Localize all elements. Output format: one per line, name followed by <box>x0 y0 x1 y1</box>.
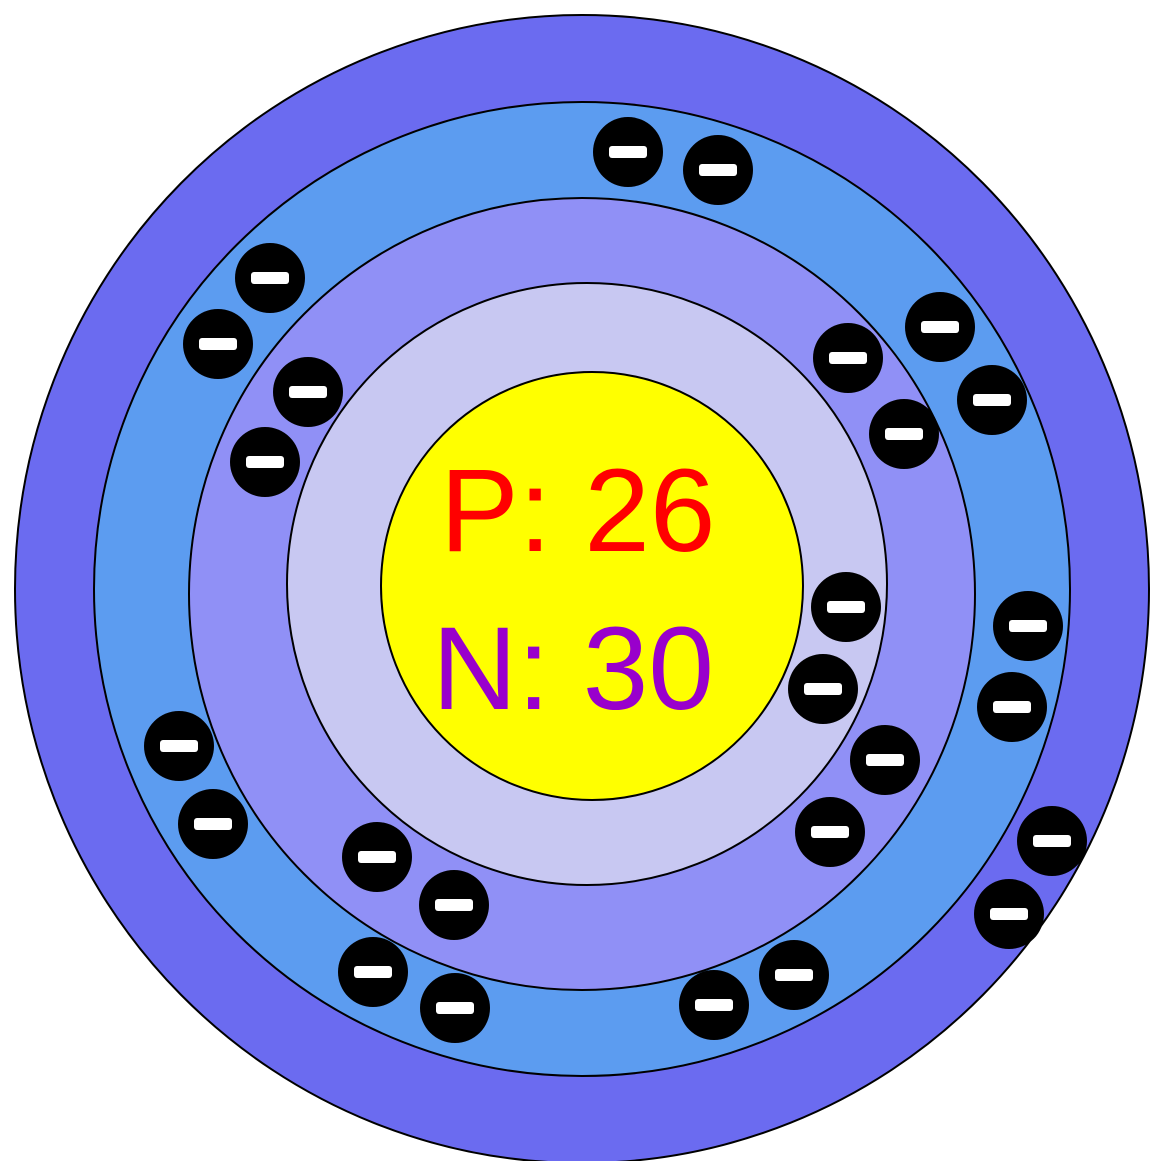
electron-minus-sign <box>829 352 867 364</box>
electron-icon <box>993 591 1063 661</box>
electron-minus-sign <box>199 338 237 350</box>
electron-minus-sign <box>246 456 284 468</box>
electron-minus-sign <box>699 164 737 176</box>
electron-icon <box>420 973 490 1043</box>
electron-minus-sign <box>194 818 232 830</box>
electron-minus-sign <box>804 683 842 695</box>
electron-minus-sign <box>695 999 733 1011</box>
electron-minus-sign <box>609 146 647 158</box>
electron-icon <box>230 427 300 497</box>
electron-minus-sign <box>160 740 198 752</box>
electron-icon <box>869 399 939 469</box>
electron-minus-sign <box>1009 620 1047 632</box>
nucleus <box>380 371 804 801</box>
electron-minus-sign <box>921 321 959 333</box>
electron-icon <box>273 357 343 427</box>
electron-minus-sign <box>354 966 392 978</box>
electron-minus-sign <box>358 851 396 863</box>
electron-minus-sign <box>811 826 849 838</box>
electron-icon <box>795 797 865 867</box>
electron-icon <box>178 789 248 859</box>
electron-minus-sign <box>251 272 289 284</box>
electron-minus-sign <box>775 969 813 981</box>
neutrons-label: N: 30 <box>432 603 714 735</box>
electrons-group <box>144 117 1087 1043</box>
electron-minus-sign <box>436 1002 474 1014</box>
electron-minus-sign <box>993 701 1031 713</box>
electron-minus-sign <box>289 386 327 398</box>
electron-icon <box>144 711 214 781</box>
electron-icon <box>679 970 749 1040</box>
electron-icon <box>759 940 829 1010</box>
electron-minus-sign <box>973 394 1011 406</box>
electron-minus-sign <box>827 601 865 613</box>
electron-icon <box>957 365 1027 435</box>
electron-icon <box>593 117 663 187</box>
electron-icon <box>183 309 253 379</box>
electron-icon <box>974 879 1044 949</box>
electron-icon <box>235 243 305 313</box>
electron-icon <box>788 654 858 724</box>
electron-minus-sign <box>866 754 904 766</box>
electron-icon <box>905 292 975 362</box>
electron-minus-sign <box>1033 835 1071 847</box>
electron-icon <box>342 822 412 892</box>
electron-icon <box>813 323 883 393</box>
electron-icon <box>683 135 753 205</box>
electron-icon <box>977 672 1047 742</box>
electron-icon <box>811 572 881 642</box>
electron-icon <box>338 937 408 1007</box>
electron-minus-sign <box>990 908 1028 920</box>
electron-icon <box>419 870 489 940</box>
electron-icon <box>850 725 920 795</box>
electron-minus-sign <box>885 428 923 440</box>
electron-icon <box>1017 806 1087 876</box>
protons-label: P: 26 <box>440 445 716 577</box>
electron-minus-sign <box>435 899 473 911</box>
